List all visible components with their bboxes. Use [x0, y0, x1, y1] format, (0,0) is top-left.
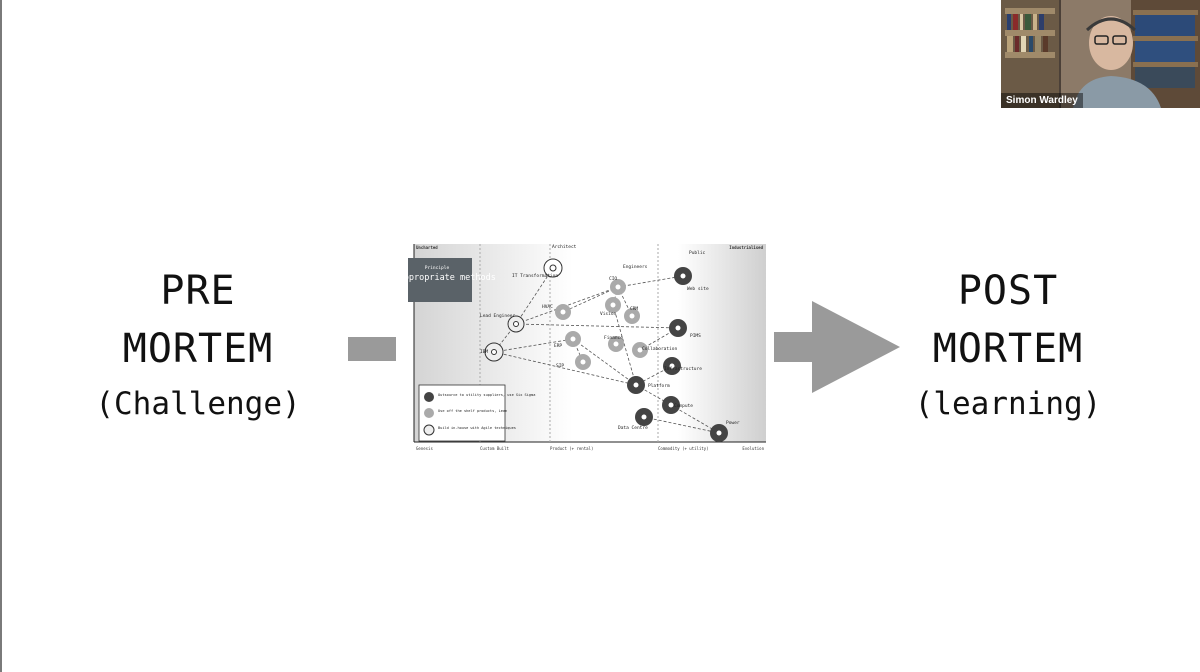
participant-video-tile[interactable]: Simon Wardley: [1001, 0, 1200, 108]
node-power: Power: [726, 420, 740, 426]
post-mortem-text: POST MORTEM (learning): [890, 262, 1126, 430]
corner-industrialised: Industrialised: [729, 245, 763, 250]
axis-custom: Custom Built: [480, 446, 509, 451]
node-it-transformation: IT Transformation: [512, 273, 558, 279]
node-pims: PIMS: [690, 333, 701, 339]
node-sip: SIP: [556, 363, 564, 369]
node-engineers: Engineers: [623, 264, 648, 270]
node-ibm: IBM: [480, 349, 488, 355]
node-lead-engineer: Lead Engineer: [480, 313, 516, 319]
wardley-map-image: Uncharted Industrialised: [378, 240, 768, 452]
node-erp: ERP: [554, 343, 562, 349]
principle-box: Principle Use appropriate methods: [378, 258, 496, 302]
node-hvac: HVAC: [542, 304, 553, 310]
window-border: [0, 0, 2, 672]
node-vision: Vision: [600, 311, 617, 317]
axis-commodity: Commodity (+ utility): [658, 446, 709, 451]
learning-line: (learning): [914, 386, 1102, 422]
mortem-line: MORTEM: [932, 326, 1084, 372]
legend-box: Outsource to utility suppliers, use Six …: [418, 384, 535, 442]
corner-uncharted: Uncharted: [416, 245, 438, 250]
map-nodes: [484, 258, 728, 442]
legend-utility: Outsource to utility suppliers, use Six …: [438, 393, 535, 397]
axis-genesis: Genesis: [416, 446, 433, 451]
minus-sign: [348, 337, 396, 361]
participant-name-label: Simon Wardley: [1001, 93, 1083, 108]
node-web-site: Web site: [687, 286, 709, 292]
arrow-right-icon: [774, 301, 900, 393]
node-finance: Finance: [604, 335, 623, 341]
pre-line: PRE: [160, 268, 236, 314]
evolution-axis-labels: Genesis Custom Built Product (+ rental) …: [416, 446, 765, 451]
axis-product: Product (+ rental): [550, 446, 593, 451]
legend-lean: Use off the shelf products, Lean: [438, 409, 507, 413]
mortem-line: MORTEM: [122, 326, 274, 372]
map-node-labels: Architect Public Engineers CIO IT Transf…: [480, 244, 740, 431]
challenge-line: (Challenge): [95, 386, 301, 422]
axis-evolution: Evolution: [742, 446, 764, 451]
node-public: Public: [689, 250, 706, 256]
node-crm: CRM: [630, 306, 638, 312]
participant-video-feed: [1001, 0, 1200, 108]
principle-label: Principle: [425, 265, 450, 271]
node-cio: CIO: [609, 276, 617, 282]
node-compute: Compute: [674, 403, 693, 409]
node-platform: Platform: [648, 383, 670, 389]
post-line: POST: [957, 268, 1059, 314]
pre-mortem-text: PRE MORTEM (Challenge): [70, 262, 326, 430]
node-data-centre: Data Centre: [618, 425, 648, 431]
node-infrastructure: Infrastructure: [664, 366, 702, 372]
legend-agile: Build in-house with Agile techniques: [438, 426, 516, 430]
node-architect: Architect: [552, 244, 577, 250]
principle-text: Use appropriate methods: [408, 273, 496, 283]
node-collaboration: Collaboration: [642, 346, 678, 352]
